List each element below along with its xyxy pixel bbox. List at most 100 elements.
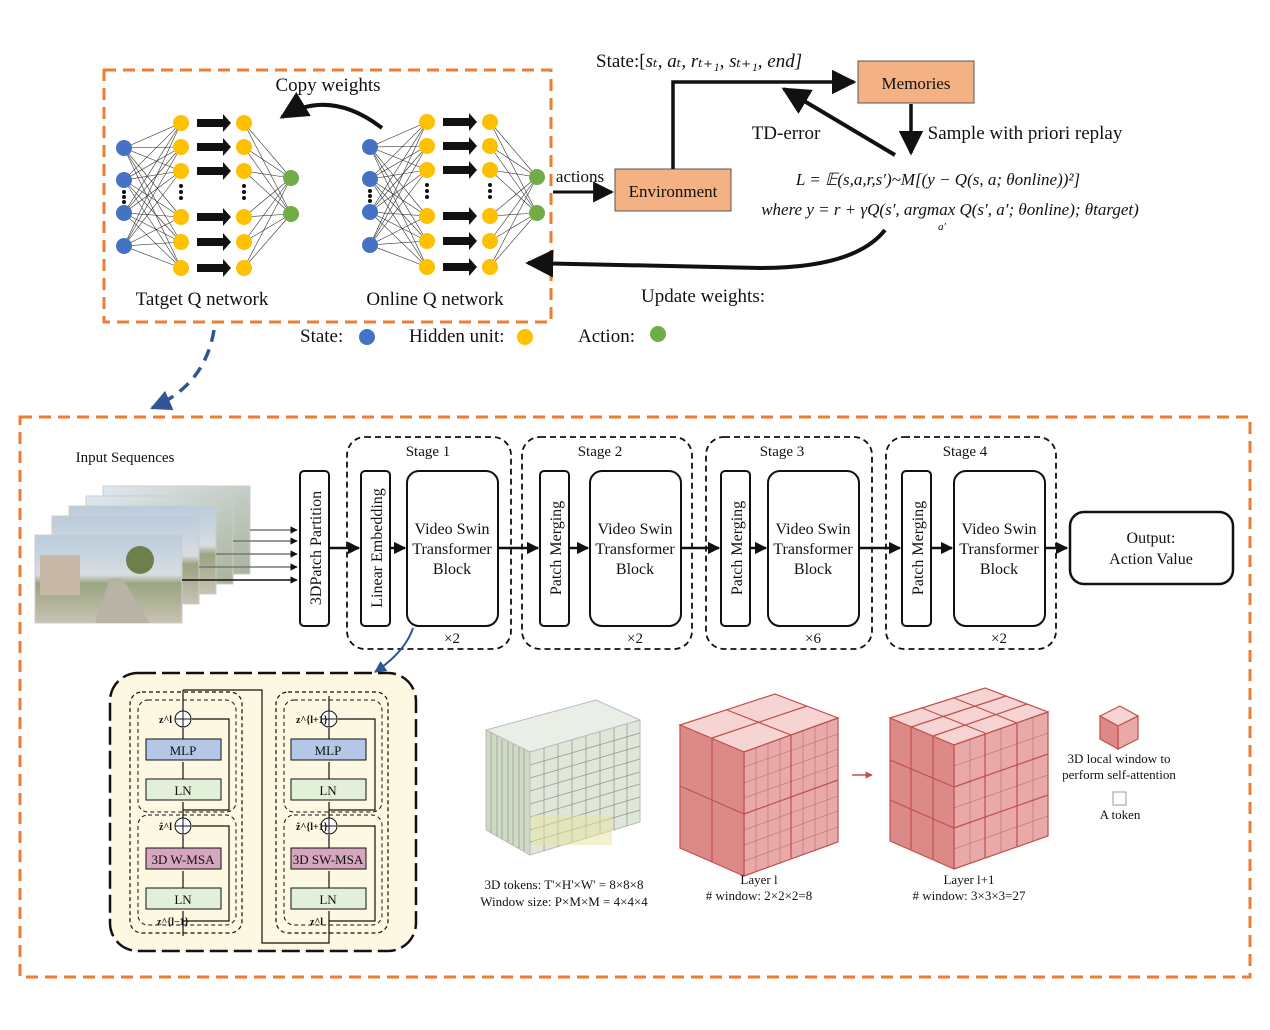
patch-partition-label: 3DPatch Partition [308, 491, 325, 605]
stage-2-repeat: ×2 [627, 631, 643, 647]
td-error-label: TD-error [752, 123, 821, 144]
stage-4-swin-line1: Video Swin [961, 521, 1036, 538]
stage-1-frame [346, 436, 512, 650]
stage-3-swin-line3: Block [794, 561, 832, 578]
input-frames [34, 485, 251, 624]
tokens-caption-2: Window size: P×M×M = 4×4×4 [480, 894, 648, 909]
detail-link-arrow [374, 627, 414, 673]
link-arrow [150, 329, 216, 411]
stage-3: Stage 3 Patch Merging Video Swin Transfo… [705, 436, 873, 650]
w-msa-attn-label: 3D W-MSA [152, 852, 216, 867]
layer-l-cube [678, 693, 840, 877]
copy-weights-arrow [279, 91, 384, 130]
stage-4: Stage 4 Patch Merging Video Swin Transfo… [885, 436, 1057, 650]
online-network-label: Online Q network [366, 289, 504, 310]
stage-3-swin-line1: Video Swin [775, 521, 850, 538]
w-msa-ln2-label: LN [174, 892, 192, 907]
stage-2-frame [521, 436, 693, 650]
sw-msa-attn-label: 3D SW-MSA [293, 852, 364, 867]
stage-2-swin-line1: Video Swin [597, 521, 672, 538]
layer-l1-caption-2: # window: 3×3×3=27 [913, 888, 1026, 903]
env-to-memories-arrow [671, 69, 857, 169]
w-msa-attn-frame [137, 814, 237, 926]
window-legend-line2: perform self-attention [1062, 767, 1176, 782]
layer-l-caption-2: # window: 2×2×2=8 [706, 888, 813, 903]
memories-label: Memories [882, 74, 951, 93]
stage-1-repeat: ×2 [444, 631, 460, 647]
argmax-subscript: a′ [938, 221, 947, 233]
input-sequences-label: Input Sequences [76, 450, 175, 466]
sw-msa-ln1-label: LN [319, 783, 337, 798]
sw-msa-block-frame [275, 691, 389, 934]
legend-action-label: Action: [578, 326, 635, 347]
token-cube [484, 699, 642, 856]
state-tuple-label: State:[sₜ, aₜ, rₜ₊₁, sₜ₊₁, end] [596, 51, 802, 72]
swin-section-border [18, 415, 1252, 979]
online-q-network: Online Q network [362, 113, 545, 310]
w-msa-z-top: z^l [159, 715, 172, 726]
online-connections [369, 121, 538, 268]
block-link-line [183, 689, 330, 944]
target-ellipsis-dots [122, 184, 246, 204]
w-msa-z-mid: ẑ^l [159, 822, 172, 833]
tokens-caption-1: 3D tokens: T'×H'×W' = 8×8×8 [485, 877, 644, 892]
online-state-nodes [362, 139, 378, 253]
stage-3-frame [705, 436, 873, 650]
stage-1-swin-line1: Video Swin [414, 521, 489, 538]
td-error-arrow [781, 87, 897, 157]
online-hidden-nodes [419, 114, 498, 275]
legend-state-label: State: [300, 326, 343, 347]
layer-l1-caption-1: Layer l+1 [943, 872, 994, 887]
online-layer-arrows [443, 113, 477, 276]
stage-1-swin-line2: Transformer [412, 541, 492, 558]
stage-2-patch-merging-label: Patch Merging [548, 501, 565, 595]
update-weights-arrow [525, 228, 887, 278]
w-msa-mlp-frame [137, 699, 237, 813]
stage-4-swin-line2: Transformer [959, 541, 1039, 558]
actions-label: actions [556, 167, 604, 186]
sample-replay-label: Sample with priori replay [928, 123, 1123, 144]
window-legend-cube [1098, 705, 1140, 751]
sw-msa-attn-frame [283, 814, 383, 926]
target-state-nodes [116, 140, 132, 254]
stage-4-repeat: ×2 [991, 631, 1007, 647]
online-ellipsis-dots [368, 183, 492, 203]
linear-embedding-label: Linear Embedding [369, 488, 386, 608]
stage-2: Stage 2 Patch Merging Video Swin Transfo… [521, 436, 693, 650]
legend-hidden-dot [517, 329, 533, 345]
target-q-network: Tatget Q network [116, 114, 299, 310]
legend-hidden-label: Hidden unit: [409, 326, 505, 347]
layer-l1-cube [888, 687, 1050, 870]
sw-msa-z-mid: ẑ^{l+1} [296, 822, 328, 833]
token-legend-square [1112, 791, 1127, 806]
stage-2-swin-line2: Transformer [595, 541, 675, 558]
w-msa-z-bot: z^{l−1} [157, 917, 189, 928]
stage-4-swin-line3: Block [980, 561, 1018, 578]
target-layer-arrows [197, 114, 231, 277]
swin-block-detail: MLP LN 3D W-MSA LN z^l ẑ^l z^{l−1} MLP L… [108, 671, 418, 953]
output-label-line1: Output: [1127, 530, 1176, 547]
sw-msa-z-top: z^{l+1} [296, 715, 328, 726]
layer-l-caption-1: Layer l [740, 872, 778, 887]
w-msa-ln1-label: LN [174, 783, 192, 798]
token-legend-label: A token [1100, 807, 1141, 822]
copy-weights-label: Copy weights [275, 75, 380, 96]
stage-1-title: Stage 1 [406, 444, 451, 460]
output-box [1068, 510, 1235, 586]
window-legend-line1: 3D local window to [1068, 751, 1171, 766]
target-hidden-nodes [173, 115, 252, 276]
node-legend: State: Hidden unit: Action: [300, 326, 666, 347]
update-weights-label: Update weights: [641, 286, 765, 307]
target-equation: where y = r + γQ(s′, argmax Q(s′, a′; θo… [761, 200, 1139, 219]
w-msa-block-frame [129, 691, 243, 934]
input-arrows [182, 526, 298, 584]
stage-4-patch-merging-label: Patch Merging [910, 501, 927, 595]
sw-msa-mlp-label: MLP [315, 743, 342, 758]
legend-action-dot [650, 326, 666, 342]
environment-label: Environment [629, 182, 718, 201]
environment-box [614, 168, 732, 212]
stage-3-repeat: ×6 [805, 631, 821, 647]
stage-3-patch-merging-label: Patch Merging [729, 501, 746, 595]
legend-state-dot [359, 329, 375, 345]
